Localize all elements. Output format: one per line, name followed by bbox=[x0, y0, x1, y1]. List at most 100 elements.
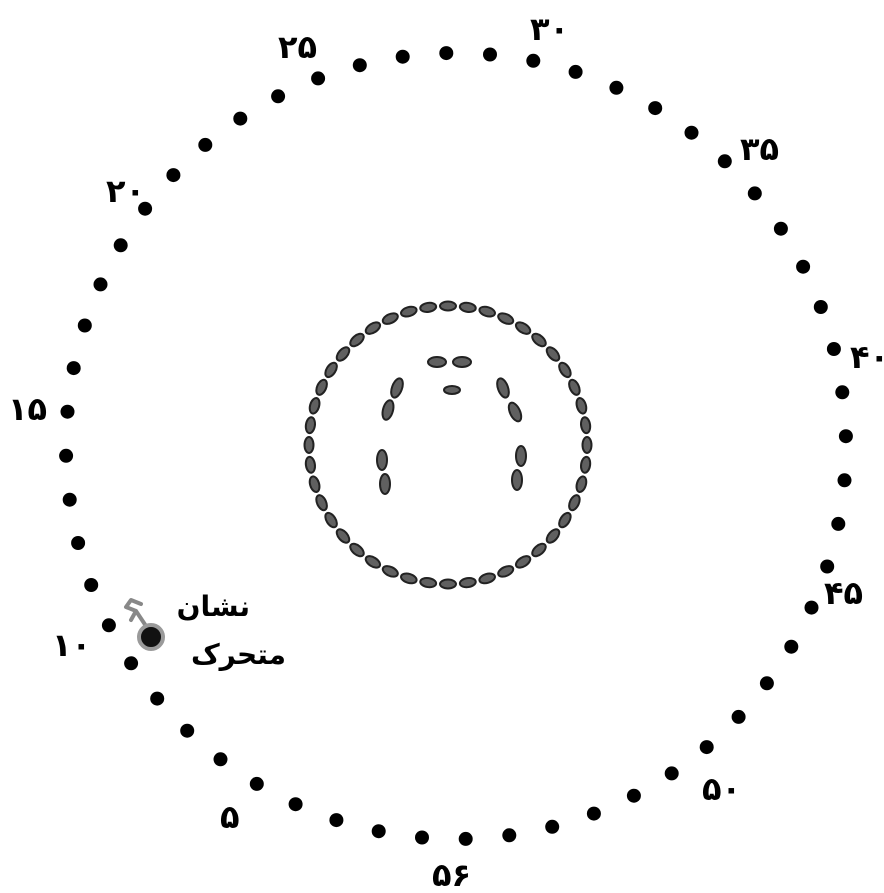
number-label-50: ۵۰ bbox=[702, 770, 741, 808]
inner-ring-dash bbox=[497, 311, 515, 326]
inner-ring-dash bbox=[314, 494, 329, 512]
inner-ring-dash bbox=[478, 572, 496, 585]
marker-label-line1: نشان bbox=[177, 590, 250, 623]
outer-dot-ring bbox=[59, 46, 853, 846]
puzzle-dot bbox=[63, 493, 77, 507]
inner-ring-dash bbox=[514, 554, 532, 570]
inner-ring-dash bbox=[334, 527, 351, 545]
puzzle-dot bbox=[502, 828, 516, 842]
number-label-56: ۵۶ bbox=[432, 856, 471, 893]
puzzle-dot bbox=[59, 449, 73, 463]
puzzle-dot bbox=[760, 676, 774, 690]
puzzle-dot bbox=[627, 789, 641, 803]
inner-ring-dash bbox=[530, 541, 548, 558]
puzzle-dot bbox=[67, 361, 81, 375]
puzzle-dot bbox=[396, 50, 410, 64]
puzzle-dot bbox=[796, 260, 810, 274]
puzzle-dot bbox=[685, 126, 699, 140]
puzzle-dot bbox=[289, 797, 303, 811]
puzzle-dot bbox=[748, 186, 762, 200]
inner-ring-dash bbox=[308, 475, 321, 493]
inner-ring-dash bbox=[567, 494, 582, 512]
marker-label-line2: متحرک bbox=[191, 638, 286, 671]
puzzle-dot bbox=[838, 473, 852, 487]
inner-ring-dash bbox=[348, 541, 366, 558]
inner-circle-figure bbox=[305, 302, 592, 589]
inner-ring-dash bbox=[567, 378, 582, 396]
inner-ring-dash bbox=[459, 577, 476, 588]
inner-ring-dash bbox=[580, 456, 591, 473]
puzzle-dot bbox=[150, 692, 164, 706]
puzzle-dot bbox=[483, 48, 497, 62]
inner-ring-dash bbox=[400, 305, 418, 318]
number-label-15: ۱۵ bbox=[8, 390, 47, 428]
puzzle-dot bbox=[700, 740, 714, 754]
number-label-5: ۵ bbox=[220, 798, 240, 836]
inner-ring-dash bbox=[364, 554, 382, 570]
puzzle-dot bbox=[94, 277, 108, 291]
inner-ring-dash bbox=[420, 302, 437, 313]
puzzle-dot bbox=[805, 601, 819, 615]
puzzle-dot bbox=[78, 319, 92, 333]
inner-ring-dash bbox=[557, 511, 573, 529]
puzzle-dot bbox=[84, 578, 98, 592]
marker-dot bbox=[139, 625, 163, 649]
inner-ring-dash bbox=[440, 302, 456, 311]
puzzle-dot bbox=[814, 300, 828, 314]
puzzle-dot bbox=[526, 54, 540, 68]
inner-ring-dash bbox=[530, 331, 548, 348]
inner-ring-dash bbox=[305, 417, 316, 434]
puzzle-dot bbox=[439, 46, 453, 60]
inner-ring-dash bbox=[308, 397, 321, 415]
puzzle-dot bbox=[827, 342, 841, 356]
puzzle-dot bbox=[665, 766, 679, 780]
inner-ring-dash bbox=[381, 311, 399, 326]
puzzle-dot bbox=[835, 385, 849, 399]
puzzle-dot bbox=[311, 71, 325, 85]
number-label-35: ۳۵ bbox=[740, 130, 779, 168]
puzzle-dot bbox=[271, 89, 285, 103]
inner-ring-dash bbox=[364, 320, 382, 336]
puzzle-dot bbox=[415, 831, 429, 845]
inner-ring-dash bbox=[381, 564, 399, 579]
puzzle-dot bbox=[784, 640, 798, 654]
puzzle-dot bbox=[732, 710, 746, 724]
number-label-45: ۴۵ bbox=[824, 574, 863, 612]
puzzle-dot bbox=[820, 560, 834, 574]
puzzle-dot bbox=[569, 65, 583, 79]
puzzle-dot bbox=[718, 154, 732, 168]
inner-ring-dash bbox=[305, 456, 316, 473]
inner-ring-dash bbox=[420, 577, 437, 588]
number-label-20: ۲۰ bbox=[106, 172, 145, 210]
inner-ring-dash bbox=[497, 564, 515, 579]
inner-ring-dash bbox=[323, 511, 339, 529]
inner-ring-dash bbox=[314, 378, 329, 396]
puzzle-dot bbox=[61, 405, 75, 419]
puzzle-dot bbox=[124, 656, 138, 670]
puzzle-dot bbox=[587, 807, 601, 821]
puzzle-dot bbox=[71, 536, 85, 550]
puzzle-dot bbox=[329, 813, 343, 827]
inner-ring-dash bbox=[544, 345, 561, 363]
inner-face-strokes bbox=[377, 357, 526, 494]
puzzle-dot bbox=[648, 101, 662, 115]
inner-ring-dash bbox=[583, 437, 592, 453]
puzzle-dot bbox=[353, 58, 367, 72]
number-label-25: ۲۵ bbox=[278, 28, 317, 66]
puzzle-dot bbox=[166, 168, 180, 182]
arrow-icon bbox=[126, 600, 146, 626]
puzzle-dot bbox=[545, 820, 559, 834]
inner-ring-dash bbox=[575, 475, 588, 493]
inner-ring-dash bbox=[348, 331, 366, 348]
puzzle-dot bbox=[774, 222, 788, 236]
puzzle-dot bbox=[839, 429, 853, 443]
puzzle-dot bbox=[114, 238, 128, 252]
inner-ring-dash bbox=[544, 527, 561, 545]
puzzle-dot bbox=[609, 81, 623, 95]
number-label-30: ۳۰ bbox=[530, 10, 569, 48]
number-label-10: ۱۰ bbox=[52, 626, 91, 664]
inner-ring-dash bbox=[514, 320, 532, 336]
inner-ring-dash bbox=[400, 572, 418, 585]
inner-ring-dash bbox=[478, 305, 496, 318]
